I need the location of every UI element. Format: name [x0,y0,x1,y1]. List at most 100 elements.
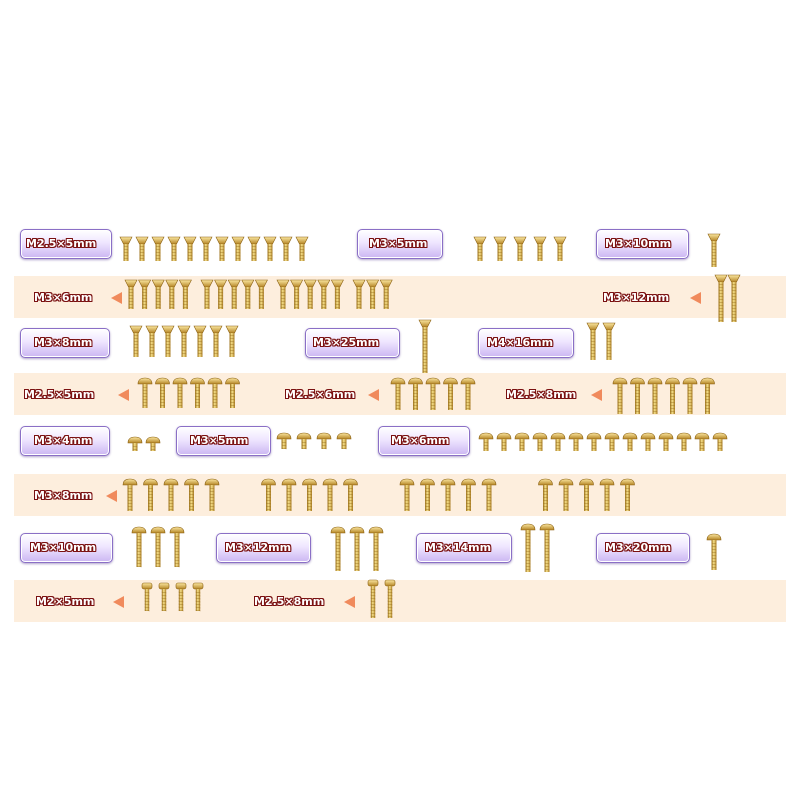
screw [630,377,645,414]
screw-group-m2-5-5mm [137,377,240,408]
screw [418,319,432,373]
screw [513,236,527,261]
screw [349,526,365,571]
tag-r7-m3x14 [416,533,512,563]
tag-r5-m3x6 [378,426,470,456]
screw [443,377,458,410]
arrow-r4-m2-5x8 [591,389,602,401]
screw [336,432,352,450]
screw [276,279,290,309]
screw-group-m3-20mm [706,533,722,570]
screw [165,279,179,309]
screw-group-m3-10mm [131,526,185,568]
screw [138,279,152,309]
screw [367,579,379,618]
screw [200,279,214,309]
screw [119,236,133,261]
screw [225,377,240,408]
screw [290,279,304,309]
label-r1-m3x10: M3×10mm [605,237,672,250]
screw [281,478,297,511]
screw-group-m3-8mm [122,478,635,511]
screw [712,432,728,451]
screw [172,377,188,408]
screw [622,432,638,451]
screw [352,279,366,309]
screw [676,432,692,451]
screw [602,322,616,360]
screw [706,533,722,570]
screw [190,377,205,408]
screw [127,436,143,451]
label-r2-m3x6: M3×6mm [34,291,93,304]
screw [420,478,435,511]
screw [225,325,239,357]
screw [145,436,161,451]
screw [612,377,628,414]
screw [343,478,358,511]
screw [204,478,220,511]
label-r7-m3x20: M3×20mm [605,541,672,554]
label-r1-m3x5: M3×5mm [369,237,428,250]
screw [177,325,191,357]
arrow-r8-m2x5 [113,596,124,608]
screw [192,582,204,612]
arrow-r2-m3x12 [690,292,701,304]
screw [700,377,715,414]
screw [478,432,494,451]
arrow-r8-m2-5x8 [344,596,355,608]
screw [135,236,149,261]
screw-group-m2-5-5mm [119,236,309,261]
label-r4-m2-5x8: M2.5×8mm [506,388,577,401]
arrow-r4-m2-5x5 [118,389,129,401]
screw [520,523,536,572]
screw [143,478,158,511]
screw [151,236,165,261]
screw [496,432,512,451]
label-r1-m2-5x5: M2.5×5mm [26,237,97,250]
screw [514,432,530,451]
screw [155,377,170,408]
screw [316,432,332,450]
screw [538,478,553,511]
arrow-r2-m3x6 [111,292,122,304]
screw [408,377,423,410]
tag-r1-m2-5x5 [20,229,112,259]
label-r3-m4x16: M4×16mm [487,336,554,349]
label-r5-m3x6: M3×6mm [391,434,450,447]
arrow-r4-m2-5x6 [368,389,379,401]
screw [665,377,680,414]
screw [366,279,380,309]
screw [199,236,213,261]
screw [167,236,181,261]
tag-r7-m3x20 [596,533,690,563]
screw [532,432,548,451]
screw [150,526,166,568]
screw-group-m2-5-8mm [367,579,396,618]
tag-r5-m3x4 [20,426,110,456]
screw [261,478,276,511]
screw [141,582,153,612]
band-row-6 [14,474,786,516]
screw [440,478,456,511]
screw-group-m3-5mm [276,432,352,450]
label-r5-m3x4: M3×4mm [34,434,93,447]
screw [254,279,268,309]
screw [151,279,165,309]
screw [214,279,228,309]
screw [599,478,615,511]
label-r3-m3x25: M3×25mm [313,336,380,349]
screw-group-m2-5-8mm [612,377,715,414]
screw [302,478,317,511]
screw-group-m2-5mm [141,582,204,612]
screw-group-m3-5mm [473,236,567,261]
screw [131,526,147,568]
screw [399,478,415,511]
screw [184,478,199,511]
screw [481,478,497,511]
label-r2-m3x12: M3×12mm [603,291,670,304]
screw [296,432,312,450]
screw [241,279,255,309]
screw-group-m3-25mm [418,319,432,373]
